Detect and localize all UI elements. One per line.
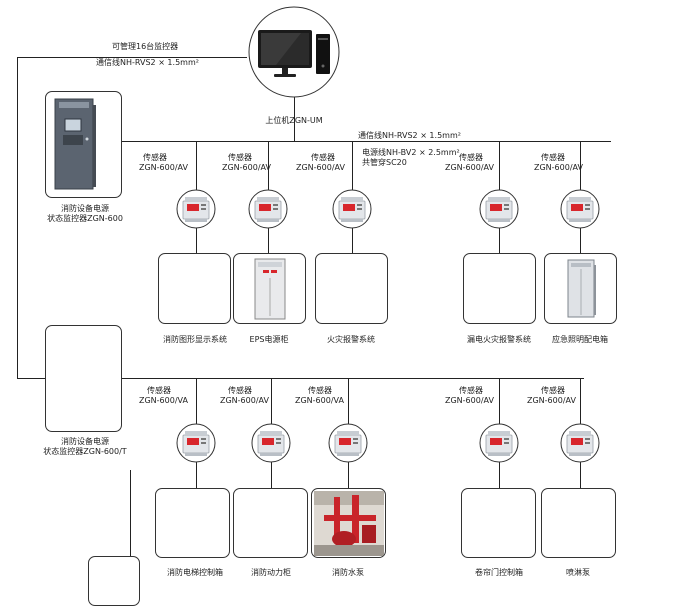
sensor-label: 传感器	[228, 153, 252, 162]
sensor-model: ZGN-600/VA	[139, 396, 188, 405]
system-box	[461, 488, 536, 558]
sensor-model: ZGN-600/AV	[222, 163, 271, 172]
extra-panel-box	[88, 556, 140, 606]
sensor-model: ZGN-600/AV	[445, 396, 494, 405]
sensor-meter-icon	[328, 423, 368, 463]
system-label: 消防图形显示系统	[163, 335, 227, 344]
sensor-model: ZGN-600/AV	[445, 163, 494, 172]
sensor-meter-icon	[176, 189, 216, 229]
system-label: 漏电火灾报警系统	[467, 335, 531, 344]
sensor-model: ZGN-600/VA	[295, 396, 344, 405]
sensor-label: 传感器	[541, 153, 565, 162]
system-label: 消防水泵	[332, 568, 364, 577]
sensor-model: ZGN-600/AV	[296, 163, 345, 172]
sensor-meter-icon	[332, 189, 372, 229]
system-label: 喷淋泵	[566, 568, 590, 577]
sensor-meter-icon	[479, 189, 519, 229]
sub-monitor-panel-box	[45, 325, 122, 432]
sensor-meter-icon	[560, 423, 600, 463]
sensor-model: ZGN-600/AV	[534, 163, 583, 172]
connector-line	[17, 57, 18, 379]
system-label: EPS电源柜	[249, 335, 289, 344]
connector-line	[294, 97, 295, 141]
sensor-model: ZGN-600/AV	[139, 163, 188, 172]
system-label: 消防动力柜	[251, 568, 291, 577]
sensor-model: ZGN-600/AV	[220, 396, 269, 405]
sensor-label: 传感器	[143, 153, 167, 162]
system-box	[233, 253, 306, 324]
sensor-label: 传感器	[459, 153, 483, 162]
eps-cabinet-icon	[254, 258, 286, 320]
system-label: 消防电梯控制箱	[167, 568, 223, 577]
sensor-meter-icon	[248, 189, 288, 229]
main-panel-label-1: 消防设备电源	[61, 204, 109, 213]
connector-line	[122, 141, 611, 142]
sensor-meter-icon	[176, 423, 216, 463]
connector-line	[130, 470, 131, 586]
system-diagram: 可管理16台监控器 通信线NH-RVS2 × 1.5mm² 上位机ZGN-UM …	[17, 6, 617, 606]
system-box	[158, 253, 231, 324]
sensor-label: 传感器	[228, 386, 252, 395]
system-label: 火灾报警系统	[327, 335, 375, 344]
sensor-meter-icon	[479, 423, 519, 463]
sensor-meter-icon	[251, 423, 291, 463]
system-box	[311, 488, 386, 558]
conduit-label: 共管穿SC20	[362, 158, 407, 167]
main-monitor-panel-box	[45, 91, 122, 198]
system-label: 应急照明配电箱	[552, 335, 608, 344]
connector-line	[122, 378, 584, 379]
host-label: 上位机ZGN-UM	[265, 116, 323, 125]
sensor-label: 传感器	[147, 386, 171, 395]
sensor-meter-icon	[560, 189, 600, 229]
comm-line-label: 通信线NH-RVS2 × 1.5mm²	[358, 131, 461, 140]
connector-line	[17, 57, 247, 58]
sub-panel-label-1: 消防设备电源	[61, 437, 109, 446]
sub-panel-label-2: 状态监控器ZGN-600/T	[43, 447, 127, 456]
sensor-label: 传感器	[541, 386, 565, 395]
sensor-label: 传感器	[311, 153, 335, 162]
sensor-label: 传感器	[459, 386, 483, 395]
comm-line-top-label: 通信线NH-RVS2 × 1.5mm²	[96, 58, 199, 67]
system-label: 卷帘门控制箱	[475, 568, 523, 577]
control-cabinet-icon	[54, 98, 96, 190]
system-box	[315, 253, 388, 324]
system-box	[463, 253, 536, 324]
monitor-count-note: 可管理16台监控器	[112, 42, 179, 51]
water-pump-photo	[314, 491, 384, 556]
sensor-label: 传感器	[308, 386, 332, 395]
system-box	[155, 488, 230, 558]
connector-line	[17, 378, 45, 379]
power-line-label: 电源线NH-BV2 × 2.5mm²	[362, 148, 460, 157]
sensor-model: ZGN-600/AV	[527, 396, 576, 405]
main-panel-label-2: 状态监控器ZGN-600	[47, 214, 123, 223]
host-computer-icon	[248, 6, 340, 98]
system-box	[233, 488, 308, 558]
lighting-cabinet-icon	[567, 259, 596, 318]
system-box	[544, 253, 617, 324]
system-box	[541, 488, 616, 558]
